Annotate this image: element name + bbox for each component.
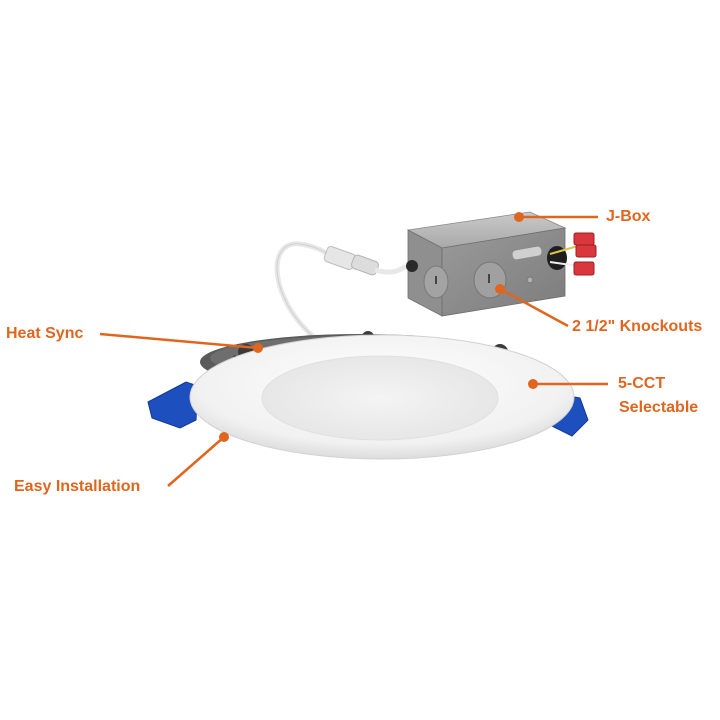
callout-cct-line2: Selectable xyxy=(619,399,699,416)
junction-box xyxy=(406,211,597,317)
callout-heat-sync: Heat Sync xyxy=(6,325,84,342)
callout-lines xyxy=(99,212,608,487)
callout-cct-line1: 5-CCT xyxy=(618,375,666,392)
callout-jbox: J-Box xyxy=(606,208,651,225)
cable xyxy=(274,241,408,341)
callout-easy-installation: Easy Installation xyxy=(14,478,141,495)
callout-knockouts: 2 1/2" Knockouts xyxy=(572,318,703,335)
trim-plate xyxy=(189,334,575,460)
